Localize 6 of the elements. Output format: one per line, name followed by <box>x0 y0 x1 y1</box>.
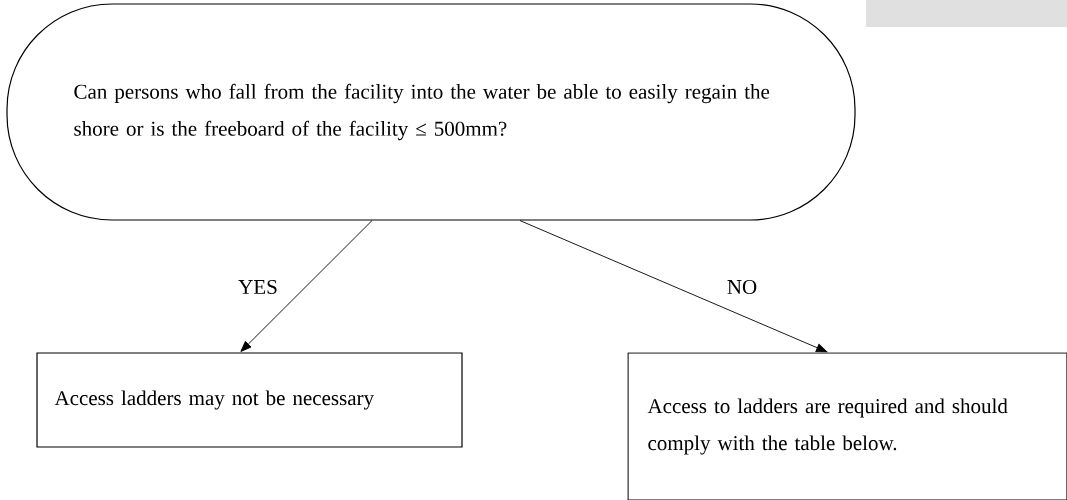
arrow <box>240 220 373 352</box>
edge-label: NO <box>725 278 759 296</box>
arrow <box>519 220 828 353</box>
edge-label: YES <box>237 278 279 296</box>
outcome-box: Access to ladders are required and should comply with the table below. <box>627 352 1067 500</box>
outcome-box: Access ladders may not be necessary <box>36 352 463 448</box>
